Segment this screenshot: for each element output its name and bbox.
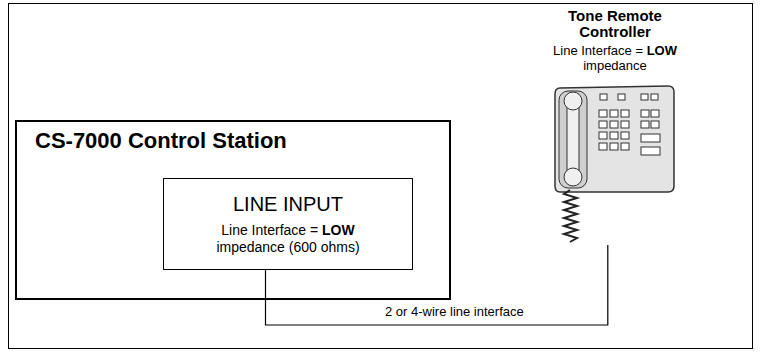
- line-connector: [266, 245, 608, 325]
- text-run: impedance (600 ohms): [216, 239, 359, 255]
- handset-handle: [567, 101, 579, 177]
- control-station-box: LINE INPUT Line Interface = LOW impedance…: [15, 120, 451, 300]
- line-input-box: LINE INPUT Line Interface = LOW impedance…: [163, 178, 413, 270]
- text-run: LOW: [322, 222, 355, 238]
- handset-earpiece: [564, 92, 582, 110]
- outer-frame: [9, 4, 753, 349]
- station-title: CS-7000 Control Station: [35, 128, 287, 154]
- text-run: LOW: [647, 43, 677, 58]
- text-run: impedance: [583, 58, 647, 73]
- tone-remote-controller: Tone Remote ControllerLine Interface = L…: [525, 8, 705, 245]
- text-run: Line Interface =: [553, 43, 647, 58]
- handset-cradle: [559, 91, 587, 188]
- interface-note: Line Interface = LOW impedance (600 ohms…: [201, 222, 376, 256]
- text-run: Tone Remote Controller: [568, 7, 662, 40]
- device-title: Tone Remote Controller: [559, 8, 671, 40]
- connector-label: 2 or 4-wire line interface: [383, 304, 526, 319]
- phone-buttons: [599, 94, 660, 155]
- coiled-cord: [564, 190, 577, 242]
- box-heading: LINE INPUT: [233, 192, 343, 216]
- text-run: CS-7000 Control Station: [35, 128, 287, 153]
- interface-note: Line Interface = LOW impedance: [540, 43, 690, 73]
- phone-base: [555, 86, 674, 192]
- text-run: Line Interface =: [221, 222, 322, 238]
- handset-mouthpiece: [564, 168, 582, 186]
- telephone-illustration: [555, 86, 674, 242]
- text-run: LINE INPUT: [233, 193, 343, 215]
